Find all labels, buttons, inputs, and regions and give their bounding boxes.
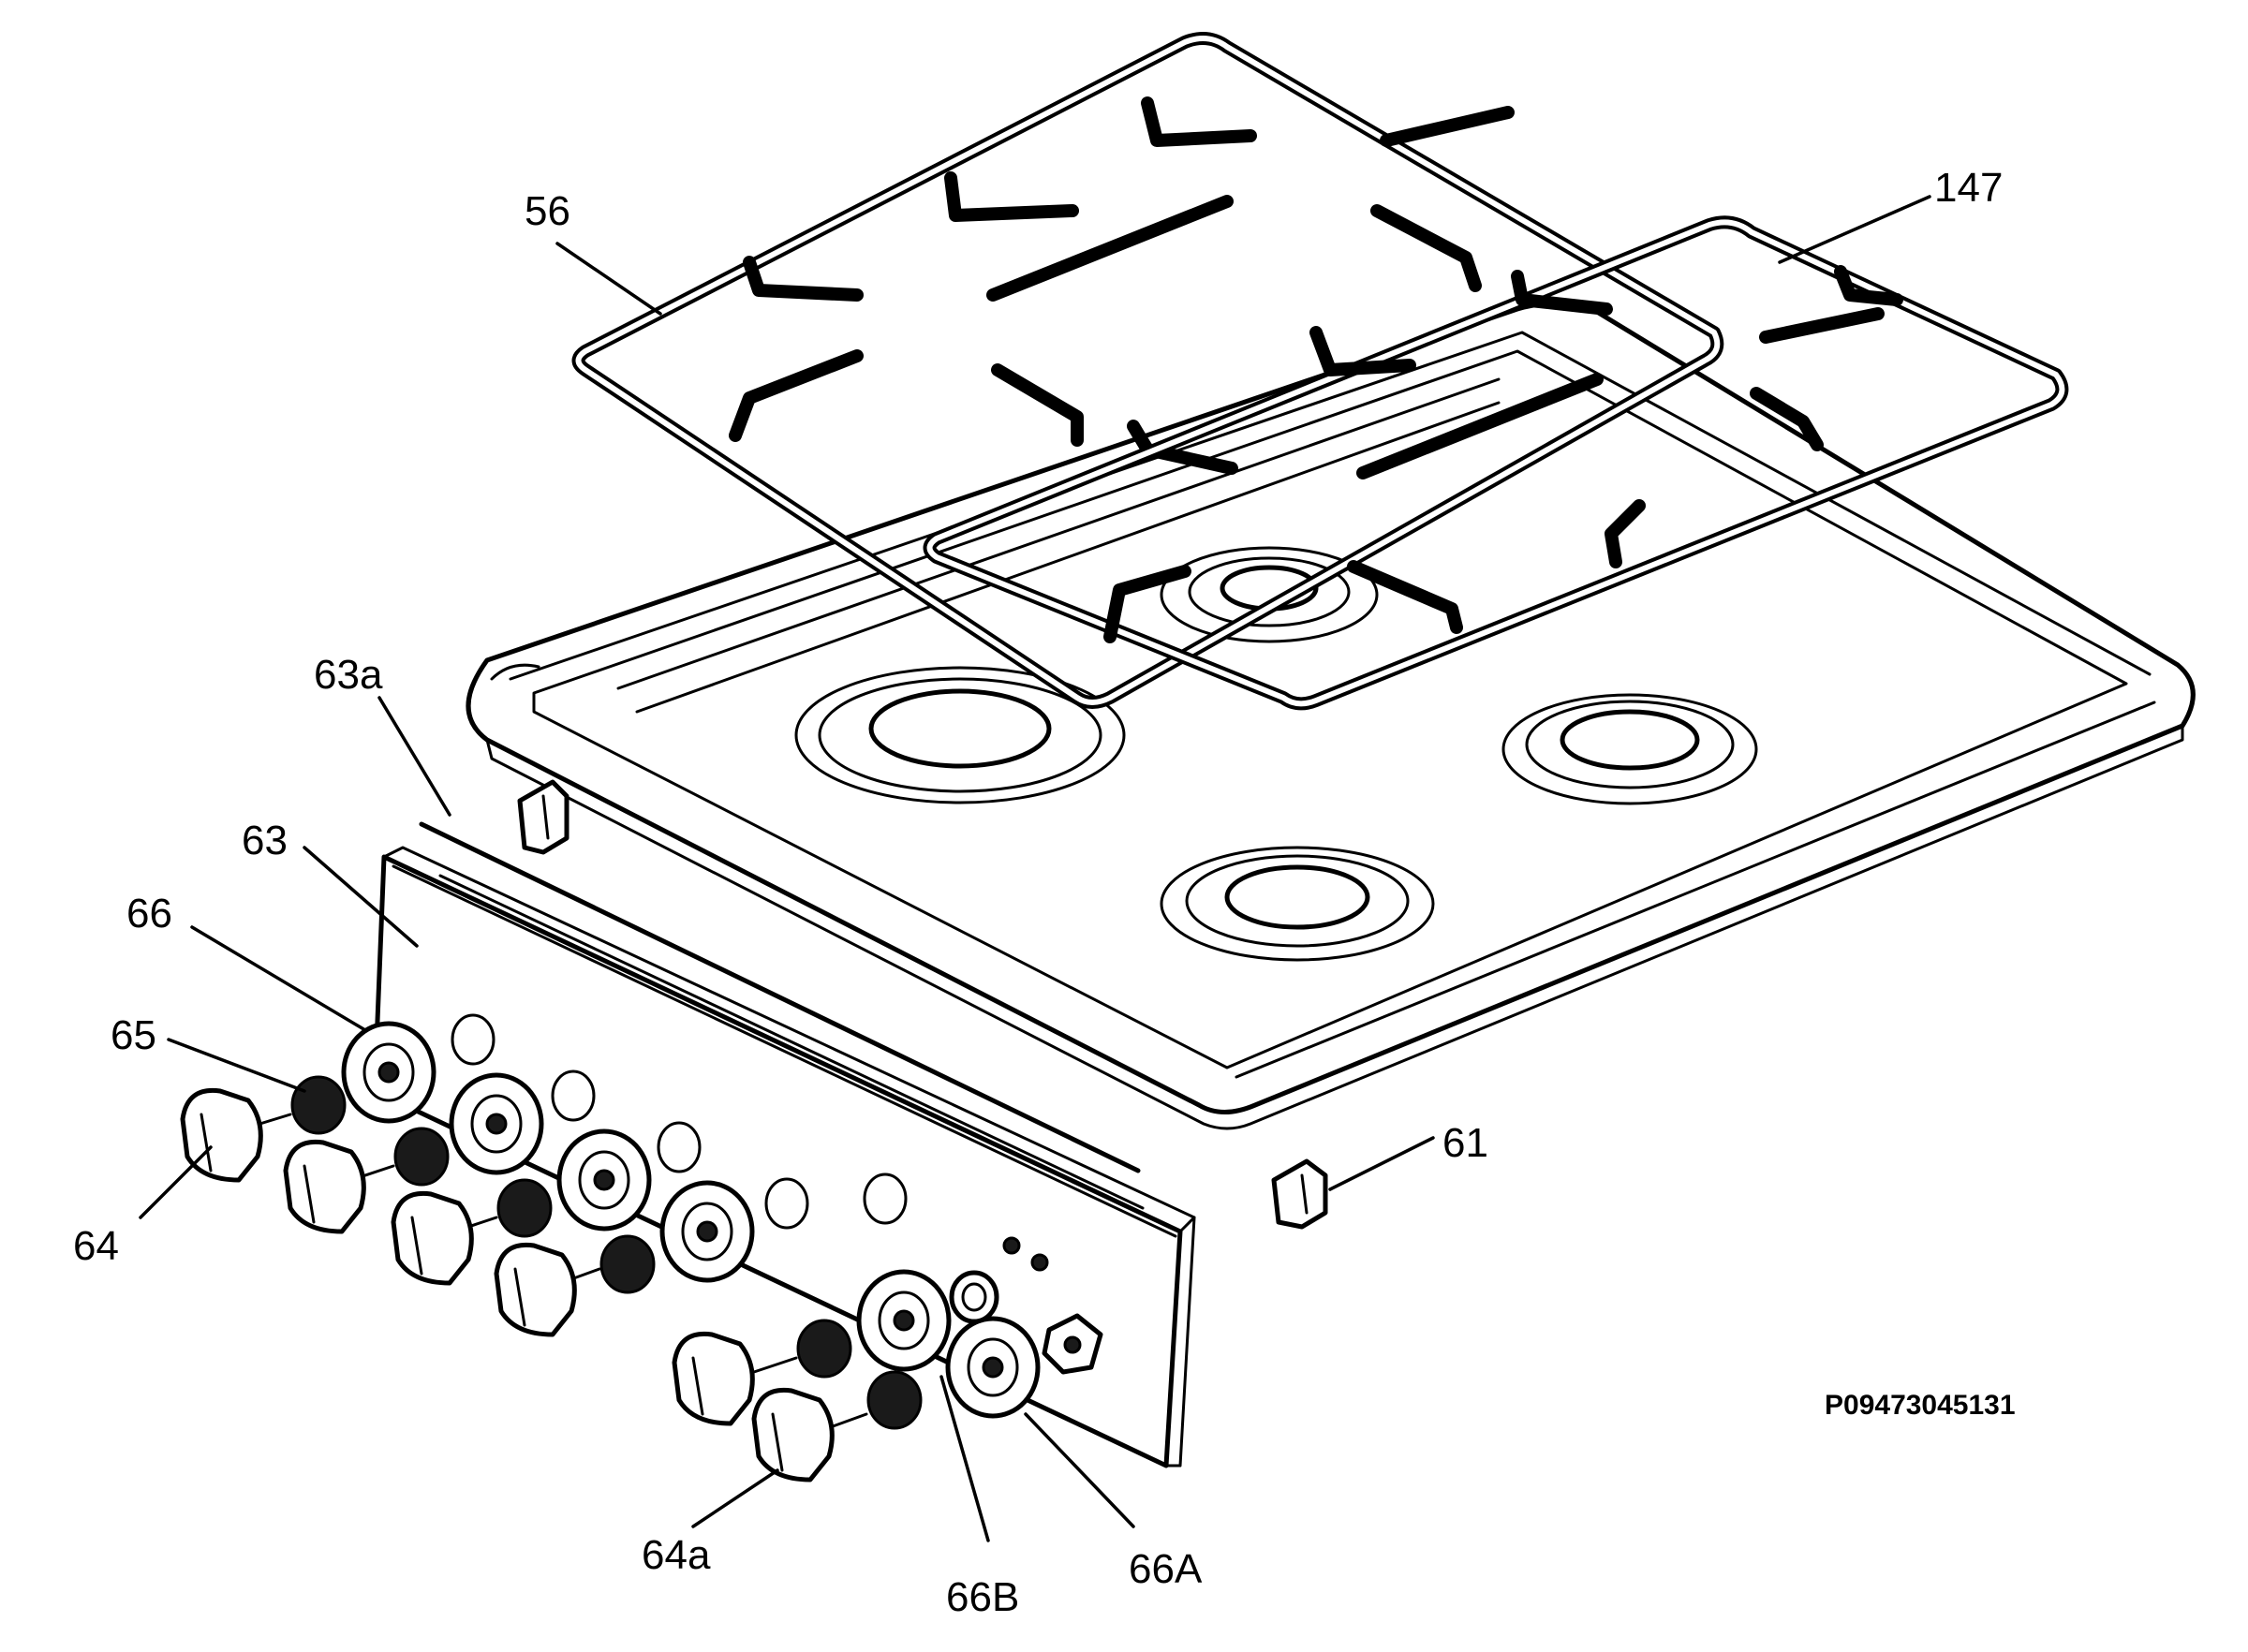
pan-support-left — [571, 32, 1724, 709]
panel-holes — [451, 1013, 1049, 1272]
pan-support-right — [923, 215, 2069, 711]
burner-front-center — [1160, 846, 1435, 962]
knob-4 — [494, 1242, 601, 1337]
knob-5 — [672, 1331, 798, 1426]
bezel-3 — [556, 1128, 652, 1232]
label-147: 147 — [1934, 165, 2003, 211]
leader-lines — [139, 195, 1931, 1542]
small-button-1 — [949, 1270, 999, 1324]
control-knobs — [180, 1087, 868, 1482]
label-61: 61 — [1442, 1120, 1488, 1166]
knob-2 — [283, 1139, 395, 1234]
burner-front-left — [794, 666, 1126, 804]
label-56: 56 — [525, 188, 570, 234]
small-button-2 — [1042, 1313, 1103, 1375]
panel-strip-63a — [419, 821, 1141, 1173]
knob-64a — [751, 1387, 868, 1482]
part-labels: 56 147 63a 63 66 65 64 61 64a 66B 66A — [73, 165, 2003, 1620]
burner-front-right — [1501, 693, 1758, 805]
fixing-clip-61 — [1271, 1158, 1328, 1230]
label-64: 64 — [73, 1223, 119, 1269]
label-66: 66 — [126, 891, 172, 937]
label-66A: 66A — [1129, 1546, 1203, 1592]
knob-3 — [391, 1190, 498, 1286]
label-63a: 63a — [314, 652, 383, 698]
label-64a: 64a — [642, 1532, 711, 1578]
fixing-clip-1 — [517, 779, 569, 855]
hob-top-plate — [466, 301, 2196, 1130]
label-66B: 66B — [946, 1574, 1019, 1620]
bezel-66B — [856, 1269, 952, 1372]
bezel-1 — [341, 1021, 436, 1124]
bezel-4 — [659, 1180, 755, 1283]
knob-bezels — [341, 1021, 1103, 1419]
knob-1 — [180, 1087, 292, 1183]
label-65: 65 — [111, 1012, 156, 1058]
label-63: 63 — [242, 818, 288, 863]
bezel-66A — [945, 1316, 1041, 1419]
bezel-2 — [449, 1072, 544, 1175]
drawing-code: P09473045131 — [1825, 1390, 2016, 1421]
